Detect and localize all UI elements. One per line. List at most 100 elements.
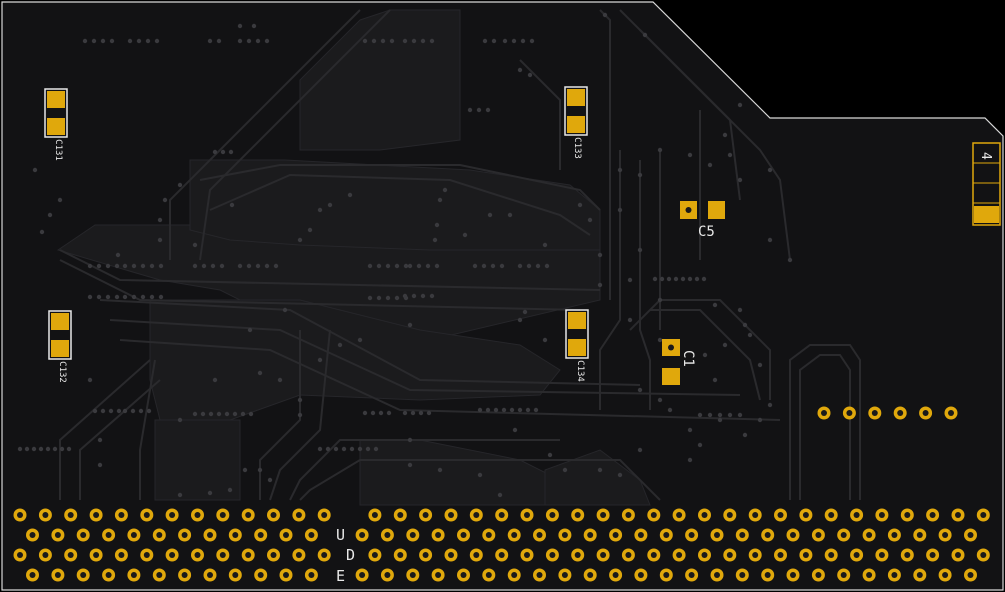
edge-pin-hole <box>105 572 112 578</box>
edge-pin-hole <box>536 532 543 538</box>
edge-pin-hole <box>384 572 391 578</box>
edge-pin-hole <box>143 552 150 558</box>
header-pin-hole <box>871 410 878 416</box>
via <box>407 263 413 269</box>
via <box>403 263 409 269</box>
via <box>376 263 382 269</box>
edge-pin-hole <box>688 532 695 538</box>
via <box>577 202 583 208</box>
edge-pin-hole <box>574 552 581 558</box>
edge-pin-hole <box>156 572 163 578</box>
edge-pin-hole <box>612 532 619 538</box>
edge-pin-hole <box>359 532 366 538</box>
via <box>307 227 313 233</box>
edge-pin-hole <box>790 572 796 578</box>
via <box>687 276 693 282</box>
via <box>131 294 137 300</box>
via <box>597 282 603 288</box>
edge-pin-hole <box>321 552 328 558</box>
via <box>420 38 426 44</box>
via <box>138 408 144 414</box>
edge-pin-hole <box>194 552 201 558</box>
via <box>333 446 339 452</box>
via <box>149 263 155 269</box>
header-pin-hole <box>922 410 929 416</box>
edge-pin-hole <box>181 532 188 538</box>
via <box>45 446 51 452</box>
label-conn-4: 4 <box>978 152 993 160</box>
via <box>31 446 37 452</box>
edge-connector-rows <box>13 508 990 582</box>
label-u: U <box>336 526 345 544</box>
via <box>130 408 136 414</box>
via <box>257 370 263 376</box>
via <box>767 167 773 173</box>
ref-bl: C132 <box>57 361 67 383</box>
edge-pin-hole <box>802 512 809 518</box>
via <box>767 237 773 243</box>
edge-pin-hole <box>460 572 467 578</box>
via <box>652 276 658 282</box>
via <box>200 411 206 417</box>
edge-pin-hole <box>257 572 264 578</box>
via <box>757 362 763 368</box>
via <box>216 38 222 44</box>
via <box>264 38 270 44</box>
via <box>529 38 535 44</box>
via <box>429 38 435 44</box>
via <box>232 411 238 417</box>
via <box>210 263 216 269</box>
edge-pin-hole <box>752 512 759 518</box>
via <box>737 177 743 183</box>
via <box>426 410 432 416</box>
via <box>667 407 673 413</box>
via <box>349 446 355 452</box>
edge-pin-hole <box>878 512 885 518</box>
via <box>499 263 505 269</box>
edge-pin-hole <box>764 572 771 578</box>
edge-pin-hole <box>549 552 556 558</box>
edge-pin-hole <box>54 572 61 578</box>
via <box>742 432 748 438</box>
via <box>742 322 748 328</box>
via <box>257 467 263 473</box>
edge-pin-hole <box>524 552 530 558</box>
edge-pin-hole <box>207 572 213 578</box>
label-c1: C1 <box>680 350 696 367</box>
via <box>251 23 257 29</box>
edge-pin-hole <box>511 572 518 578</box>
edge-pin-hole <box>29 572 36 578</box>
via <box>402 293 408 299</box>
via <box>96 263 102 269</box>
via <box>207 38 213 44</box>
via <box>522 309 528 315</box>
edge-pin-hole <box>67 552 74 558</box>
via <box>122 263 128 269</box>
via <box>114 263 120 269</box>
label-e: E <box>336 567 345 585</box>
via <box>247 327 253 333</box>
via <box>248 411 254 417</box>
edge-pin-hole <box>967 532 974 538</box>
via <box>370 410 376 416</box>
via <box>437 197 443 203</box>
via <box>122 294 128 300</box>
via <box>87 377 93 383</box>
edge-pin-hole <box>42 512 49 518</box>
via <box>362 38 368 44</box>
via <box>535 263 541 269</box>
edge-pin-hole <box>295 552 302 558</box>
edge-pin-hole <box>485 532 492 538</box>
header-pin-hole <box>948 410 954 416</box>
via <box>420 293 426 299</box>
edge-pin-hole <box>701 512 708 518</box>
edge-pin-hole <box>866 572 873 578</box>
edge-pin-hole <box>270 512 277 518</box>
via <box>476 107 482 113</box>
via <box>96 294 102 300</box>
edge-pin-hole <box>904 552 911 558</box>
via <box>39 229 45 235</box>
via <box>97 462 103 468</box>
edge-pin-hole <box>130 572 137 578</box>
